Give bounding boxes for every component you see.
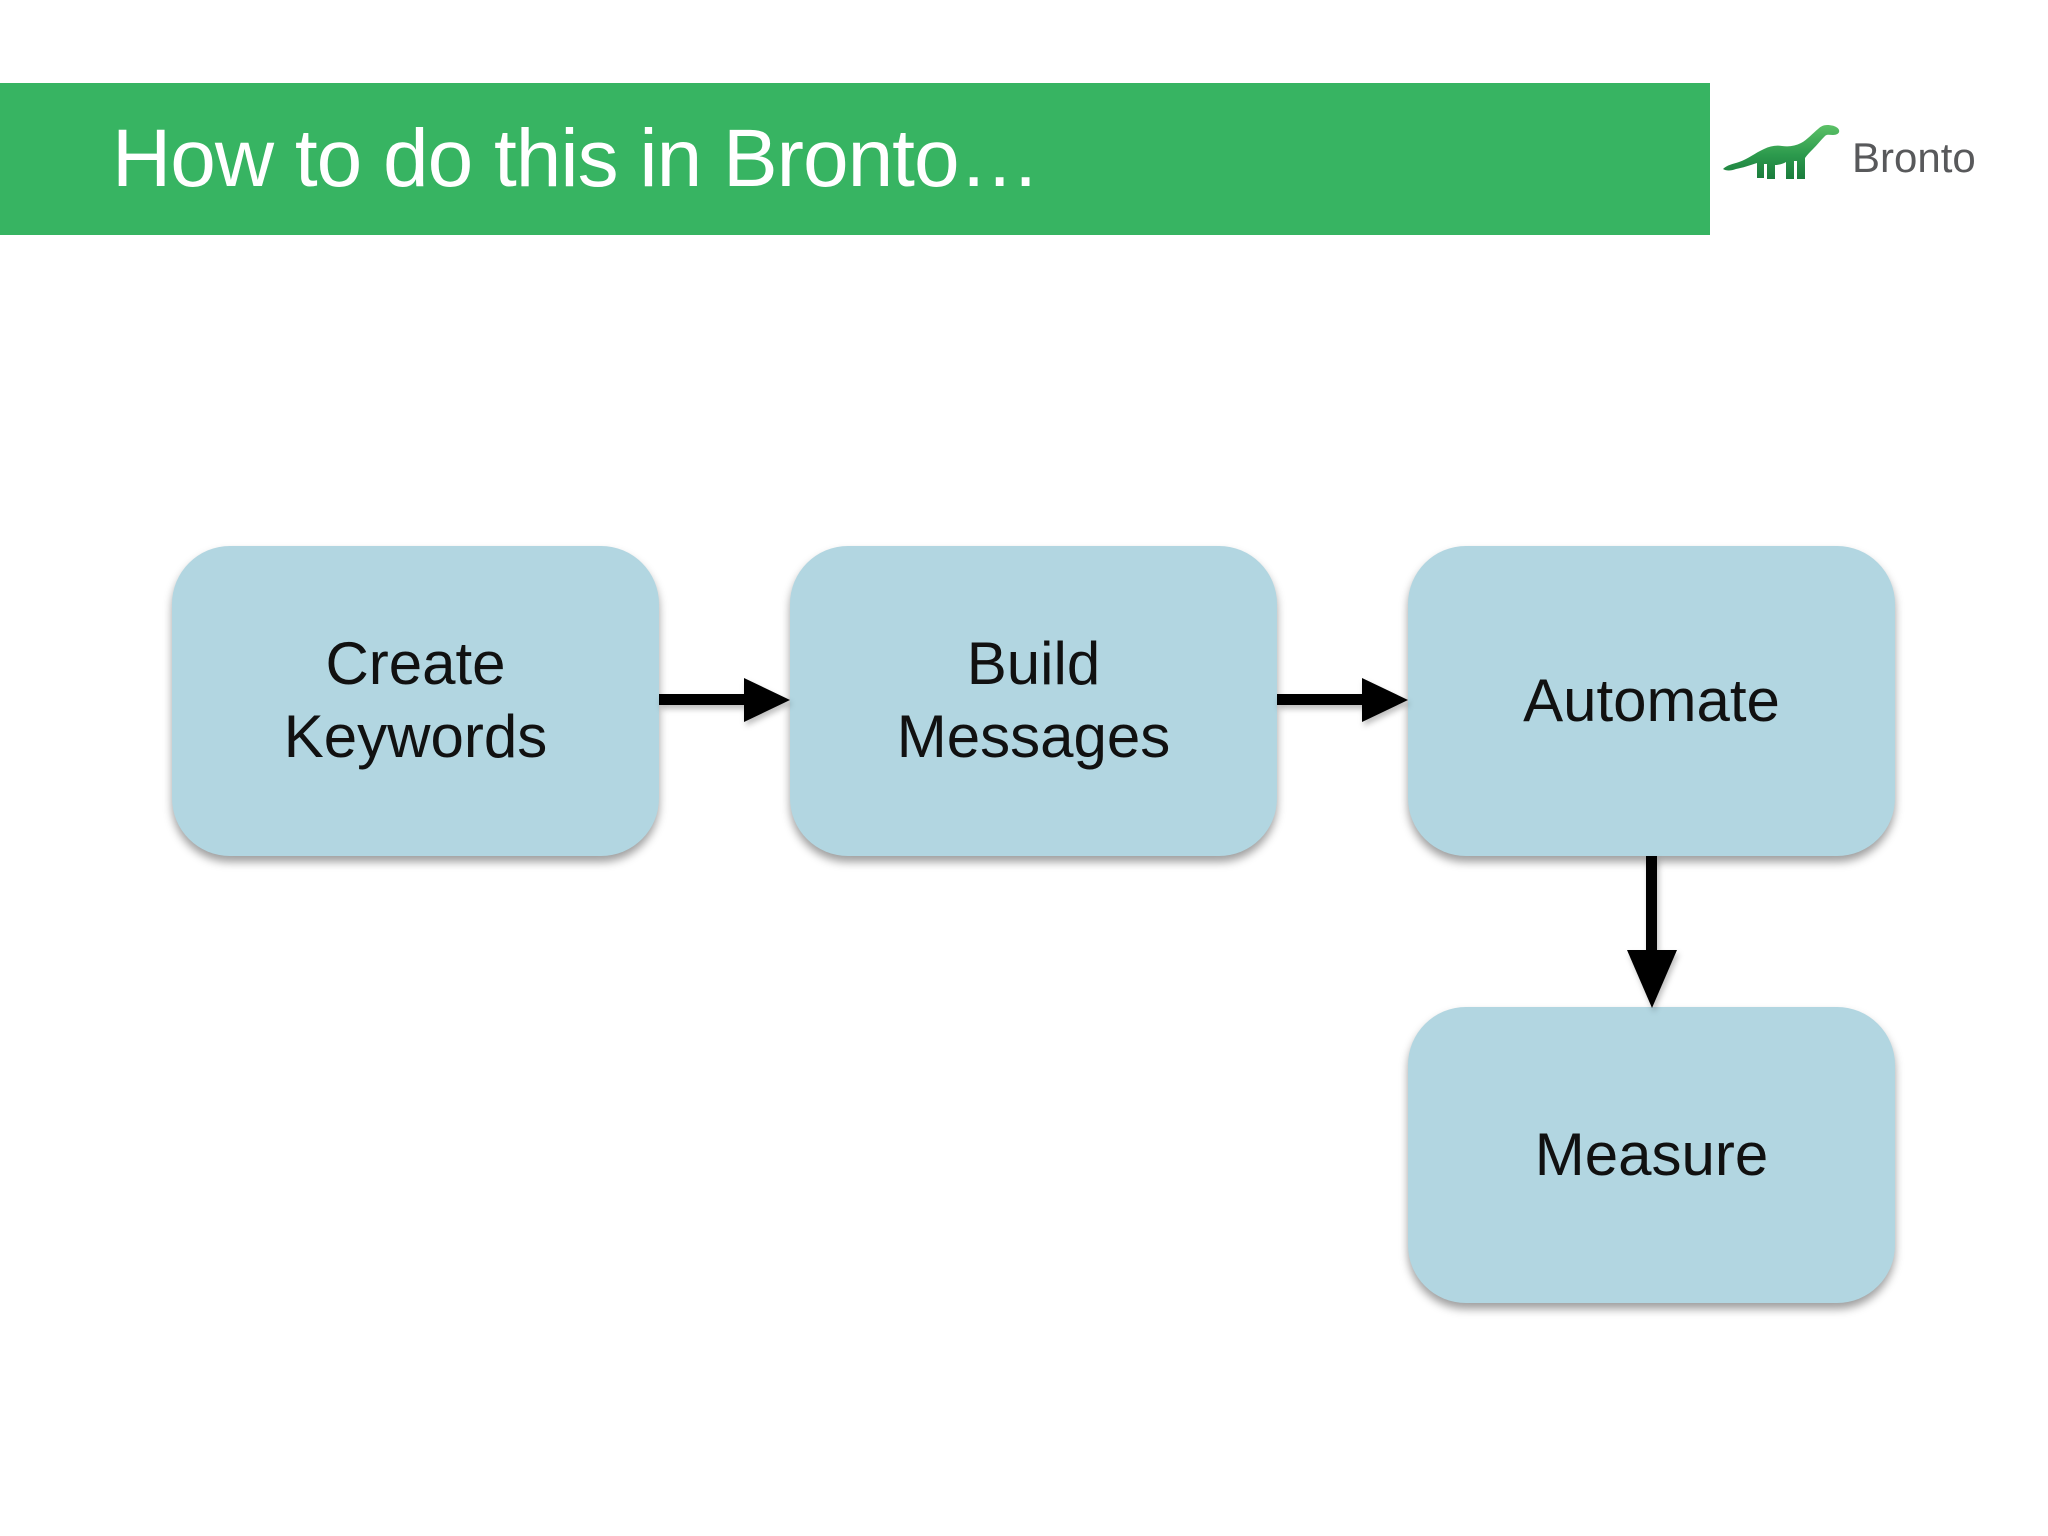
flow-node-measure: Measure [1408, 1007, 1895, 1303]
flow-arrow-down-icon [1626, 856, 1678, 1008]
node-label: Build Messages [896, 630, 1171, 770]
node-label: Automate [1523, 666, 1780, 734]
brand-logo: Bronto [1722, 122, 1976, 184]
brontosaurus-icon [1723, 125, 1840, 179]
node-label: Measure [1534, 1120, 1769, 1188]
flow-node-create-keywords: Create Keywords [172, 546, 659, 856]
flow-arrow-right-icon [659, 678, 790, 722]
flow-node-automate: Automate [1408, 546, 1895, 856]
flow-arrow-right-icon [1277, 678, 1408, 722]
flow-node-build-messages: Build Messages [790, 546, 1277, 856]
slide-title-bar: How to do this in Bronto… [0, 83, 1710, 235]
brand-name: Bronto [1852, 134, 1976, 181]
node-label: Create Keywords [283, 630, 548, 770]
page-title: How to do this in Bronto… [112, 113, 1041, 204]
